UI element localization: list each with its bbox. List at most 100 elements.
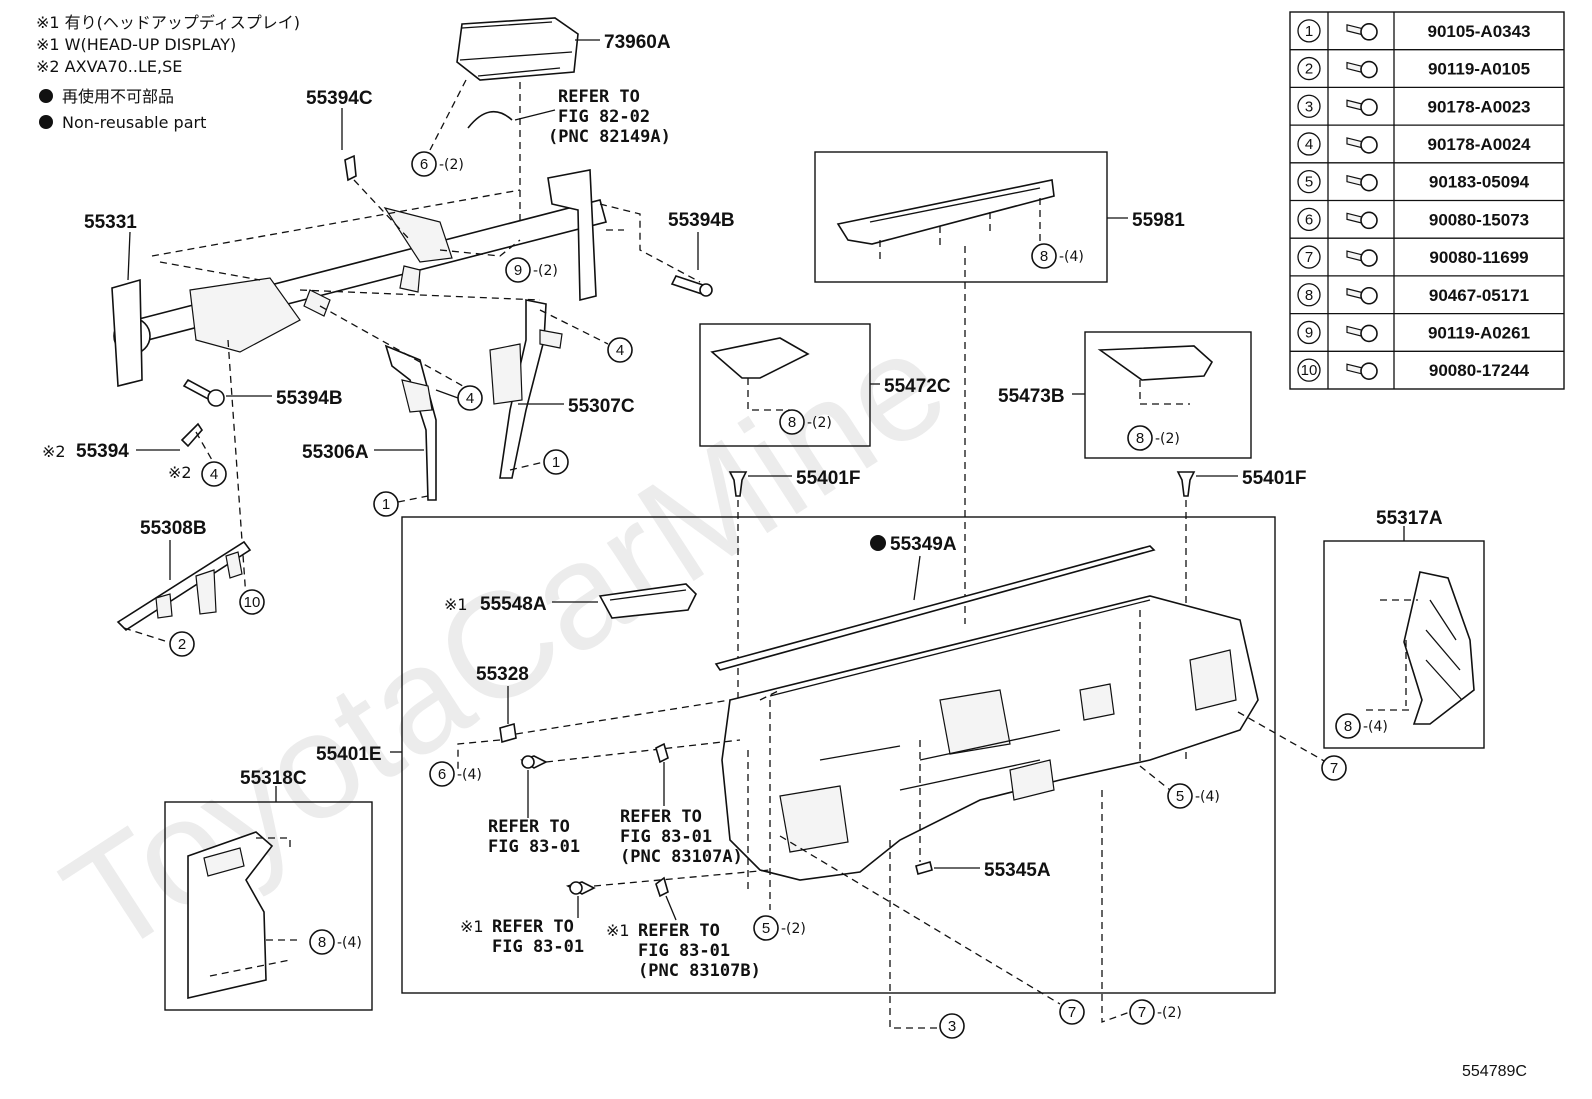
callout-circle-icon [1031,243,1057,269]
refer-fig82: REFER TO FIG 82-02 (PNC 82149A) [548,87,671,147]
callout-c8-55318c: 8-(4) [309,929,362,955]
svg-text:1: 1 [382,496,390,513]
svg-text:4: 4 [210,466,218,483]
note2-mark-a: ※2 [42,442,66,461]
side-panel-55317a [1403,571,1475,725]
fastener-icon [1346,286,1378,305]
callout-circle-icon [1059,999,1085,1025]
refer-fig83-b: REFER TO FIG 83-01 (PNC 83107A) [620,807,743,867]
box-55472c [699,323,871,447]
callout-circle-icon [1297,207,1321,232]
clip-icon [655,876,669,898]
note-model: ※2 AXVA70..LE,SE [36,57,182,76]
refer-fig83-d: ※1 REFER TO FIG 83-01 (PNC 83107B) [606,921,761,981]
box-55473b [1084,331,1252,459]
fastener-part-number: 90080-15073 [1429,210,1529,229]
box-55318c [164,801,373,1011]
callout-circle-icon [239,589,265,615]
fastener-part-number: 90080-11699 [1429,248,1528,267]
panel-55981 [836,179,1055,245]
callout-circle-icon [1297,358,1321,382]
svg-text:REFER TO: REFER TO [492,917,574,937]
svg-text:REFER TO: REFER TO [620,807,702,827]
fastener-icon [1346,23,1378,41]
callout-c6-mid: 6-(4) [429,761,482,787]
callout-circle-icon [309,929,335,955]
non-reusable-dot-icon [39,115,53,129]
fastener-icon [1346,324,1378,343]
svg-text:(PNC 82149A): (PNC 82149A) [548,127,671,147]
part-55981: 55981 [1132,210,1185,231]
svg-text:7: 7 [1068,1004,1076,1021]
fastener-number: 1 [1305,23,1313,40]
svg-text:FIG 82-02: FIG 82-02 [558,107,650,127]
molding-55349a [714,545,1156,671]
fastener-icon [1346,136,1378,154]
fastener-icon [1346,362,1378,380]
cover-55548a [598,583,697,619]
part-55349a: 55349A [890,534,957,555]
instrument-panel-reinforcement [111,154,607,388]
vent-icon [203,847,245,877]
fastener-part-number: 90119-A0105 [1428,60,1530,79]
svg-text:8: 8 [1344,718,1352,735]
svg-text:FIG 83-01: FIG 83-01 [620,827,712,847]
part-55473b: 55473B [998,386,1065,407]
callout-c7-right: 7 [1321,755,1347,781]
svg-text:-(2): -(2) [781,921,806,937]
callout-circle-icon [429,761,455,787]
brace-55307c [489,299,563,479]
header-notes: ※1 有り(ヘッドアップディスプレイ) ※1 W(HEAD-UP DISPLAY… [36,13,300,132]
fastener-number: 5 [1305,174,1313,191]
part-55394b-top: 55394B [668,210,735,231]
note-head-up-en: ※1 W(HEAD-UP DISPLAY) [36,35,236,54]
note-head-up-jp: ※1 有り(ヘッドアップディスプレイ) [36,13,300,32]
callout-circle-icon [1297,283,1321,307]
part-55317a: 55317A [1376,508,1443,529]
callout-c5-right: 5-(4) [1167,783,1220,809]
svg-text:-(2): -(2) [533,263,558,279]
bracket-55308b [116,540,252,632]
callout-circle-icon [1335,713,1361,739]
svg-text:1: 1 [552,454,560,471]
callout-c8-55472c: 8-(2) [779,409,832,435]
fastener-icon [1346,173,1378,192]
callout-c4-b: 4 [457,385,483,411]
svg-text:-(2): -(2) [1155,431,1180,447]
brace-55306a [384,344,437,501]
part-55328: 55328 [476,664,529,685]
callout-circle-icon [457,385,483,411]
callout-circle-icon [505,257,531,283]
svg-text:4: 4 [466,390,474,407]
svg-text:(PNC 83107B): (PNC 83107B) [638,961,761,981]
callout-circle-icon [1297,94,1321,118]
fastener-icon [1346,98,1378,117]
callout-circle-icon [1129,999,1155,1025]
box-55981 [814,151,1108,283]
callout-circle-icon [939,1013,965,1039]
svg-text:REFER TO: REFER TO [638,921,720,941]
callout-c4-a: 4 [607,337,633,363]
fastener-part-number: 90119-A0261 [1428,323,1530,342]
note2-mark-b: ※2 [168,463,192,482]
svg-text:-(4): -(4) [457,767,482,783]
fastener-part-number: 90178-A0023 [1427,97,1530,116]
svg-text:10: 10 [244,594,261,611]
svg-text:9: 9 [514,262,522,279]
diagram-code: 554789C [1462,1063,1527,1080]
svg-text:4: 4 [616,342,624,359]
part-55306a: 55306A [302,442,369,463]
callout-c8-55317a: 8-(4) [1335,713,1388,739]
fastener-part-number: 90467-05171 [1429,286,1529,305]
svg-text:-(4): -(4) [337,935,362,951]
part-55394c: 55394C [306,88,373,109]
refer-fig83-c: ※1 REFER TO FIG 83-01 [460,917,584,957]
svg-text:6: 6 [420,156,428,173]
callout-circle-icon [169,631,195,657]
callout-c7-bottom: 7 [1059,999,1085,1025]
svg-text:※1: ※1 [606,921,630,940]
